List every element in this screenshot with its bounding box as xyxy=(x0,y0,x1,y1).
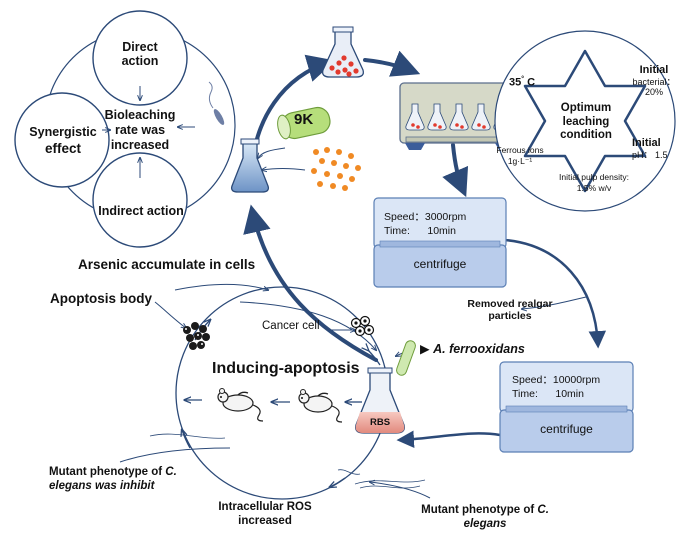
mutant-inhibit-label: Mutant phenotype of C. elegans was inhib… xyxy=(49,466,177,493)
centrifuge-2-icon xyxy=(499,361,634,453)
realgar-particles-icon xyxy=(311,147,361,191)
leaching-flask-icon xyxy=(230,138,270,193)
optimum-condition-star xyxy=(494,30,676,212)
shaker-incubator-icon xyxy=(399,82,521,150)
thin-arrows xyxy=(119,147,587,499)
apoptosis-body-icon xyxy=(183,322,210,350)
test-tube-icon xyxy=(396,340,416,376)
9k-label: 9K xyxy=(294,111,314,128)
cancer-cell-label: Cancer cell xyxy=(262,320,320,332)
rbs-label: RBS xyxy=(369,417,391,428)
apoptosis-body-label: Apoptosis body xyxy=(50,291,152,306)
centrifuge-1-label: centrifuge xyxy=(413,257,467,271)
centrifuge-2-speed: Speed：10000rpm xyxy=(512,374,601,386)
centrifuge-2-label: centrifuge xyxy=(540,422,593,436)
centrifuge-2-time: Time: 10min xyxy=(512,388,584,400)
mutant-label: Mutant phenotype of C. elegans xyxy=(421,504,549,531)
indirect-action-node xyxy=(92,152,188,248)
rbs-flask-icon xyxy=(355,367,405,434)
initial-ph-label: Initial pH： 1.5 xyxy=(632,137,668,161)
top-flask-icon xyxy=(322,26,364,78)
centrifuge-1-time: Time: 10min xyxy=(384,225,456,237)
9k-medium-tube-icon xyxy=(277,106,331,140)
cancer-cells-icon xyxy=(350,315,375,337)
mouse-icon-1 xyxy=(298,389,343,423)
inducing-apoptosis-label: Inducing-apoptosis xyxy=(212,360,360,377)
pulp-density-label: Initial pulp density:1.5% w/v xyxy=(559,172,629,194)
centrifuge-1-icon xyxy=(373,197,507,288)
arsenic-label: Arsenic accumulate in cells xyxy=(78,257,256,272)
centrifuge-1-speed: Speed：3000rpm xyxy=(384,211,467,223)
ferrooxidans-label: ▶ A. ferrooxidans xyxy=(420,342,525,356)
indirect-action-label: Indirect action xyxy=(98,204,184,218)
direct-action-node xyxy=(92,10,188,106)
process-arrows xyxy=(396,238,607,449)
bioleaching-cycle xyxy=(14,10,236,248)
synergistic-node xyxy=(14,92,110,188)
c-elegans-worm-icon xyxy=(149,433,426,489)
temperature-label: 35° C xyxy=(509,76,536,89)
bacterium-icon xyxy=(208,81,225,125)
mouse-icon-2 xyxy=(217,388,264,422)
